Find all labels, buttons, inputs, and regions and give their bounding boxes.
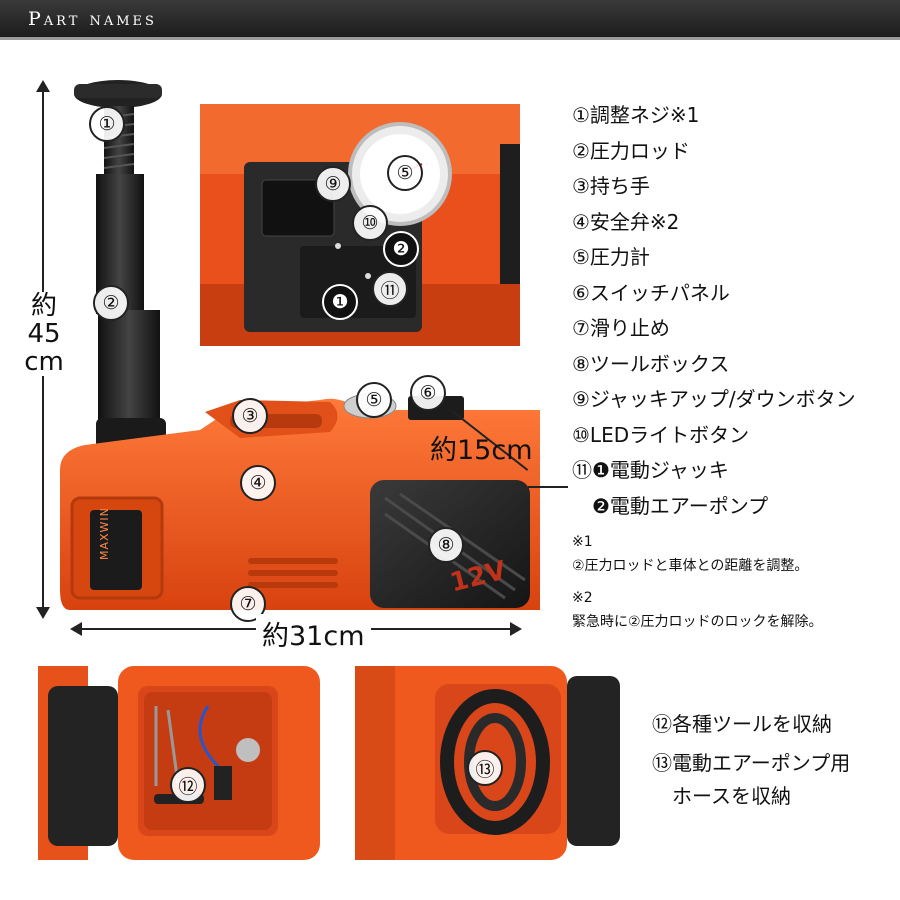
callout-3: ③ — [232, 398, 268, 434]
list-item: ④安全弁※2 — [572, 209, 680, 234]
leader-line-11 — [528, 486, 568, 488]
list-item: ⑥スイッチパネル — [572, 280, 730, 305]
callout-9: ⑨ — [315, 166, 351, 202]
list-item: ❷電動エアーポンプ — [572, 493, 769, 518]
callout-d1: ❶ — [322, 284, 358, 320]
callout-5: ⑤ — [356, 382, 392, 418]
callout-12: ⑫ — [170, 767, 206, 803]
list-item: ⑤圧力計 — [572, 245, 650, 269]
list-item: ⑪❶電動ジャッキ — [572, 458, 729, 482]
brand-label: MAXWIN — [98, 507, 111, 560]
depth-label: 約15cm — [430, 435, 533, 466]
callout-2: ② — [93, 285, 129, 321]
list-item: ⑦滑り止め — [572, 316, 670, 340]
list-item: ⑩LEDライトボタン — [572, 422, 750, 447]
parts-list: ①調整ネジ※1 ②圧力ロッド ③持ち手 ④安全弁※2 ⑤圧力計 ⑥スイッチパネル… — [572, 98, 892, 524]
hose-storage-drawing — [355, 666, 620, 860]
hose-storage-photo — [355, 666, 620, 860]
callout-6: ⑥ — [410, 375, 446, 411]
note-2-text: 緊急時に②圧力ロッドのロックを解除。 — [572, 614, 823, 630]
list-item: ②圧力ロッド — [572, 138, 690, 163]
list-item: ①調整ネジ※1 — [572, 103, 700, 127]
section-header: Part names — [0, 0, 900, 40]
note-1-text: ②圧力ロッドと車体との距離を調整。 — [572, 558, 809, 574]
list-item-13-line1: ⑬電動エアーポンプ用 — [652, 751, 851, 775]
storage-list: ⑫各種ツールを収納 ⑬電動エアーポンプ用 ホースを収納 — [652, 708, 850, 813]
callout-1: ① — [89, 106, 125, 142]
note-2-mark: ※2 — [572, 590, 593, 606]
callout-10: ⑩ — [352, 205, 388, 241]
width-label: 約31cm — [256, 614, 371, 653]
list-item-13-line2: ホースを収納 — [652, 784, 791, 808]
callout-11: ⑪ — [372, 271, 408, 307]
height-label: 約 45 cm — [16, 292, 72, 376]
list-item: ⑧ツールボックス — [572, 351, 730, 376]
note-1-mark: ※1 — [572, 534, 593, 550]
section-title: Part names — [28, 8, 157, 30]
list-item-12: ⑫各種ツールを収納 — [652, 712, 832, 736]
callout-8: ⑧ — [428, 527, 464, 563]
callout-d2: ❷ — [383, 231, 419, 267]
callout-13: ⑬ — [467, 750, 503, 786]
list-item: ③持ち手 — [572, 174, 650, 198]
tool-storage-photo — [38, 666, 320, 860]
list-item: ⑨ジャッキアップ/ダウンボタン — [572, 387, 856, 411]
callout-5-inset: ⑤ — [387, 155, 423, 191]
callout-4: ④ — [240, 465, 276, 501]
footnotes: ※1 ②圧力ロッドと車体との距離を調整。 ※2 緊急時に②圧力ロッドのロックを解… — [572, 530, 897, 634]
tool-storage-drawing — [38, 666, 320, 860]
